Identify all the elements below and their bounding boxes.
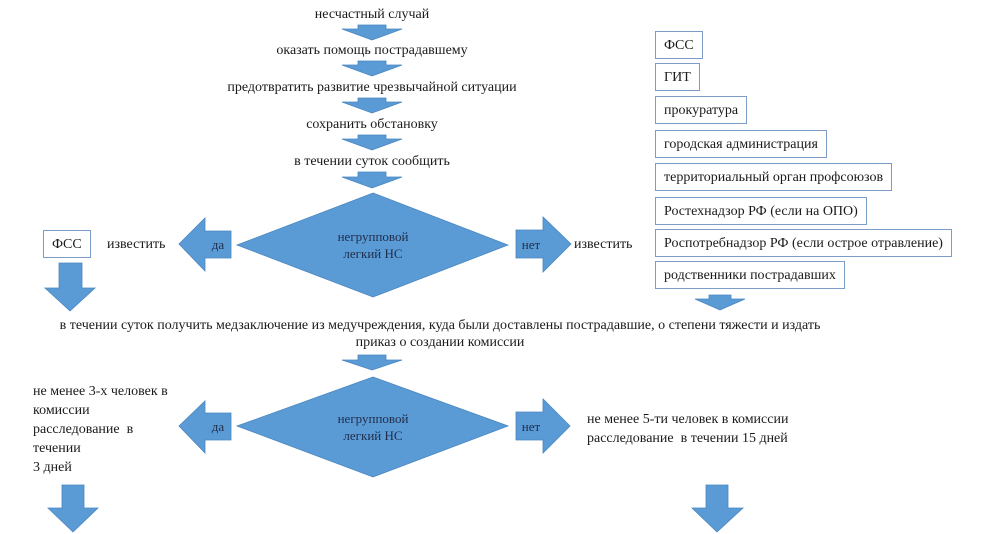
left-arrow-icon <box>178 217 232 272</box>
yes-result-line: не менее 3-х человек в <box>33 384 168 399</box>
yes-target-fss: ФСС <box>43 230 91 258</box>
decision-2-label-line2: легкий НС <box>343 428 403 443</box>
step-accident: несчастный случай <box>314 7 430 22</box>
decision-1-label-line2: легкий НС <box>343 246 403 261</box>
decision-1-no-action: известить <box>574 237 633 252</box>
no-result-line: расследование в течении 15 дней <box>587 431 788 446</box>
step-report-within-day: в течении суток сообщить <box>294 154 450 169</box>
step-prevent-emergency: предотвратить развитие чрезвычайной ситу… <box>227 80 517 95</box>
notify-target-city-admin: городская администрация <box>655 130 827 158</box>
decision-1-yes-action: известить <box>107 237 166 252</box>
step-medical-report-line2: приказ о создании комиссии <box>355 335 525 350</box>
decision-1-no-label: нет <box>521 237 541 252</box>
notify-target-relatives: родственники пострадавших <box>655 261 845 289</box>
down-arrow-icon <box>691 484 745 533</box>
step-preserve-scene: сохранить обстановку <box>306 117 438 132</box>
step-help-victim: оказать помощь пострадавшему <box>276 43 468 58</box>
decision-2-no-label: нет <box>521 419 541 434</box>
yes-result-line: комиссии <box>33 403 90 418</box>
decision-diamond-1 <box>235 192 510 298</box>
down-arrow-icon <box>694 294 746 311</box>
decision-1-label: негрупповой легкий НС <box>338 228 409 262</box>
left-arrow-icon <box>178 400 232 454</box>
decision-2-yes-result: не менее 3-х человек в комиссии расследо… <box>33 382 168 477</box>
down-arrow-icon <box>341 134 403 151</box>
yes-result-line: 3 дней <box>33 460 72 475</box>
down-arrow-icon <box>341 354 403 371</box>
down-arrow-icon <box>341 97 403 114</box>
down-arrow-icon <box>341 60 403 77</box>
yes-result-line: расследование в <box>33 422 134 437</box>
notify-target-fss: ФСС <box>655 31 703 59</box>
notify-target-git: ГИТ <box>655 63 700 91</box>
decision-2-label: негрупповой легкий НС <box>338 410 409 444</box>
decision-1-yes-label: да <box>211 237 225 252</box>
notify-target-rostekhnadzor: Ростехнадзор РФ (если на ОПО) <box>655 197 867 225</box>
decision-2-yes-label: да <box>211 419 225 434</box>
down-arrow-icon <box>47 484 99 533</box>
decision-diamond-2 <box>235 376 510 478</box>
step-medical-report-line1: в течении суток получить медзаключение и… <box>59 318 821 333</box>
down-arrow-icon <box>341 24 403 41</box>
decision-1-label-line1: негрупповой <box>337 229 409 244</box>
down-arrow-icon <box>341 171 403 189</box>
down-arrow-icon <box>43 262 97 312</box>
notify-target-prosecutor: прокуратура <box>655 96 748 124</box>
right-arrow-icon <box>515 216 572 273</box>
notify-target-trade-union: территориальный орган профсоюзов <box>655 163 893 191</box>
no-result-line: не менее 5-ти человек в комиссии <box>587 412 789 427</box>
yes-result-line: течении <box>33 441 81 456</box>
notify-target-rospotrebnadzor: Роспотребнадзор РФ (если острое отравлен… <box>655 229 952 257</box>
decision-2-no-result: не менее 5-ти человек в комиссии расслед… <box>587 410 788 448</box>
right-arrow-icon <box>515 398 571 454</box>
decision-2-label-line1: негрупповой <box>337 411 409 426</box>
